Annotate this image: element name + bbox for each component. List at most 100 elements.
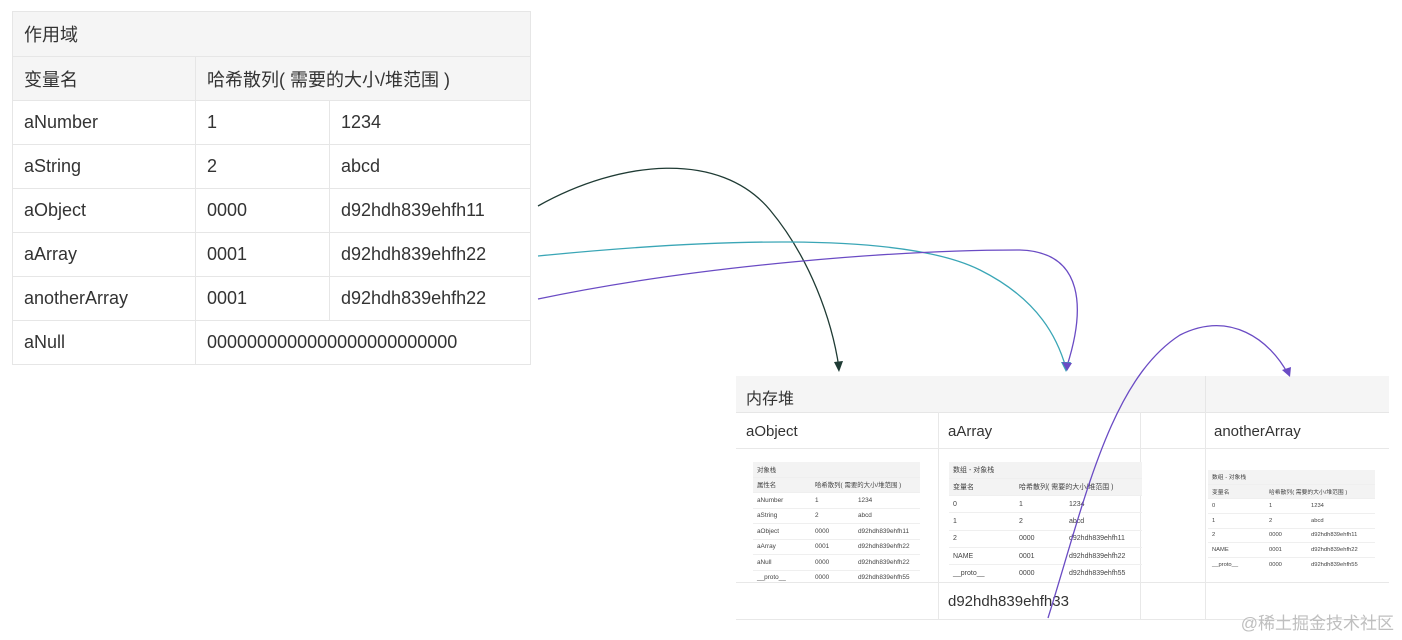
- mini-cell: aNull: [757, 558, 772, 566]
- heap-column-anotherarray: anotherArray: [1214, 423, 1301, 440]
- mini-cell: 2: [1269, 517, 1273, 524]
- mini-cell: d92hdh839ehfh11: [1311, 532, 1358, 539]
- mini-cell: d92hdh839ehfh22: [858, 543, 910, 551]
- mini-cell: 1234: [1311, 502, 1324, 509]
- var-value: d92hdh839ehfh22: [341, 244, 487, 264]
- var-name: aArray: [13, 233, 196, 276]
- heap-column-aobject: aObject: [746, 423, 798, 440]
- mini-cell: 1234: [1069, 500, 1085, 508]
- divider: [938, 412, 939, 620]
- heap-title: 内存堆: [746, 391, 795, 408]
- mini-cell: 1234: [858, 496, 873, 504]
- mini-cell: 0000: [815, 527, 830, 535]
- var-hash: 0001: [196, 233, 330, 276]
- list-item: 1 2 abcd: [1208, 512, 1375, 528]
- mini-cell: NAME: [1212, 547, 1229, 554]
- mini-cell: 0000: [1269, 562, 1282, 569]
- table-row: anotherArray 0001 d92hdh839ehfh22: [13, 276, 530, 320]
- list-item: __proto__ 0000 d92hdh839ehfh55: [949, 564, 1142, 581]
- mini-cell: 2: [1019, 517, 1023, 525]
- mini-cell: NAME: [953, 552, 974, 560]
- divider: [736, 619, 1389, 620]
- mini-cell: aObject: [757, 527, 780, 535]
- divider: [736, 448, 1389, 449]
- scope-header-name: 变量名: [13, 57, 196, 100]
- scope-title: 作用域: [24, 25, 78, 45]
- watermark: @稀土掘金技术社区: [1240, 614, 1394, 633]
- mini-header-hash: 哈希散列( 需要的大小/堆范围 ): [815, 482, 902, 490]
- mini-cell: 0000: [815, 558, 830, 566]
- arrow-heap-address: [1047, 325, 1289, 619]
- table-row: aNumber 1 1234: [13, 100, 530, 144]
- mini-cell: __proto__: [1212, 562, 1239, 569]
- mini-cell: __proto__: [953, 569, 985, 577]
- mini-header-name: 变量名: [1212, 489, 1230, 496]
- mini-cell: 0001: [815, 543, 830, 551]
- var-hash: 0001: [196, 277, 330, 320]
- var-value: abcd: [341, 156, 381, 176]
- var-hash: 2: [196, 145, 330, 188]
- mini-cell: 1: [1212, 517, 1216, 524]
- mini-cell: 1: [1019, 500, 1023, 508]
- var-value: d92hdh839ehfh22: [341, 288, 487, 308]
- mini-cell: d92hdh839ehfh55: [1069, 569, 1126, 577]
- heap-title-row: [736, 376, 1389, 413]
- mini-cell: 0000: [1019, 569, 1035, 577]
- table-row: aString 2 abcd: [13, 144, 530, 188]
- mini-cell: 2: [815, 512, 819, 520]
- mini-cell: abcd: [858, 512, 872, 520]
- mini-cell: aNumber: [757, 496, 784, 504]
- mini-cell: d92hdh839ehfh55: [1311, 562, 1358, 569]
- mini-cell: 1: [1269, 502, 1273, 509]
- list-item: aNull 0000 d92hdh839ehfh22: [753, 554, 920, 570]
- var-value: 1234: [341, 112, 382, 132]
- heap-column-aarray: aArray: [948, 423, 993, 440]
- var-name: aNumber: [13, 101, 196, 144]
- table-row: aArray 0001 d92hdh839ehfh22: [13, 232, 530, 276]
- mini-title: 对象栈: [757, 466, 777, 474]
- table-row: aObject 0000 d92hdh839ehfh11: [13, 188, 530, 232]
- mini-header-name: 变量名: [953, 484, 974, 491]
- divider: [1140, 412, 1141, 620]
- mini-cell: d92hdh839ehfh22: [858, 558, 910, 566]
- mini-cell: abcd: [1311, 517, 1324, 524]
- mini-cell: 0000: [1019, 535, 1035, 543]
- arrow-aobject: [537, 167, 840, 369]
- scope-title-row: 作用域: [13, 12, 530, 56]
- table-row: aNull 0000000000000000000000000: [13, 320, 530, 364]
- var-null-value: 0000000000000000000000000: [207, 332, 458, 352]
- mini-cell: __proto__: [757, 574, 786, 582]
- list-item: NAME 0001 d92hdh839ehfh22: [1208, 542, 1375, 557]
- list-item: __proto__ 0000 d92hdh839ehfh55: [1208, 557, 1375, 572]
- divider: [1205, 376, 1206, 412]
- arrowheads: [834, 361, 1291, 377]
- scope-header-hash: 哈希散列( 需要的大小/堆范围 ): [207, 69, 450, 90]
- mini-cell: 0001: [1269, 547, 1282, 554]
- mini-cell: 0000: [815, 574, 830, 582]
- mini-cell: 0001: [1019, 552, 1035, 560]
- var-name: anotherArray: [13, 277, 196, 320]
- divider: [1205, 412, 1206, 620]
- arrowhead-aobject: [834, 361, 843, 372]
- arrowhead-heap-address: [1282, 367, 1291, 377]
- mini-cell: d92hdh839ehfh22: [1311, 547, 1358, 554]
- var-hash: 0000: [196, 189, 330, 232]
- var-name: aObject: [13, 189, 196, 232]
- mini-header-hash: 哈希散列( 需要的大小/堆范围 ): [1269, 489, 1348, 496]
- divider: [736, 582, 1389, 583]
- var-hash: 1: [196, 101, 330, 144]
- var-name: aNull: [13, 321, 196, 364]
- heap-table: 内存堆 aObject aArray anotherArray d92hdh83…: [736, 376, 1389, 620]
- mini-cell: 2: [1212, 532, 1216, 539]
